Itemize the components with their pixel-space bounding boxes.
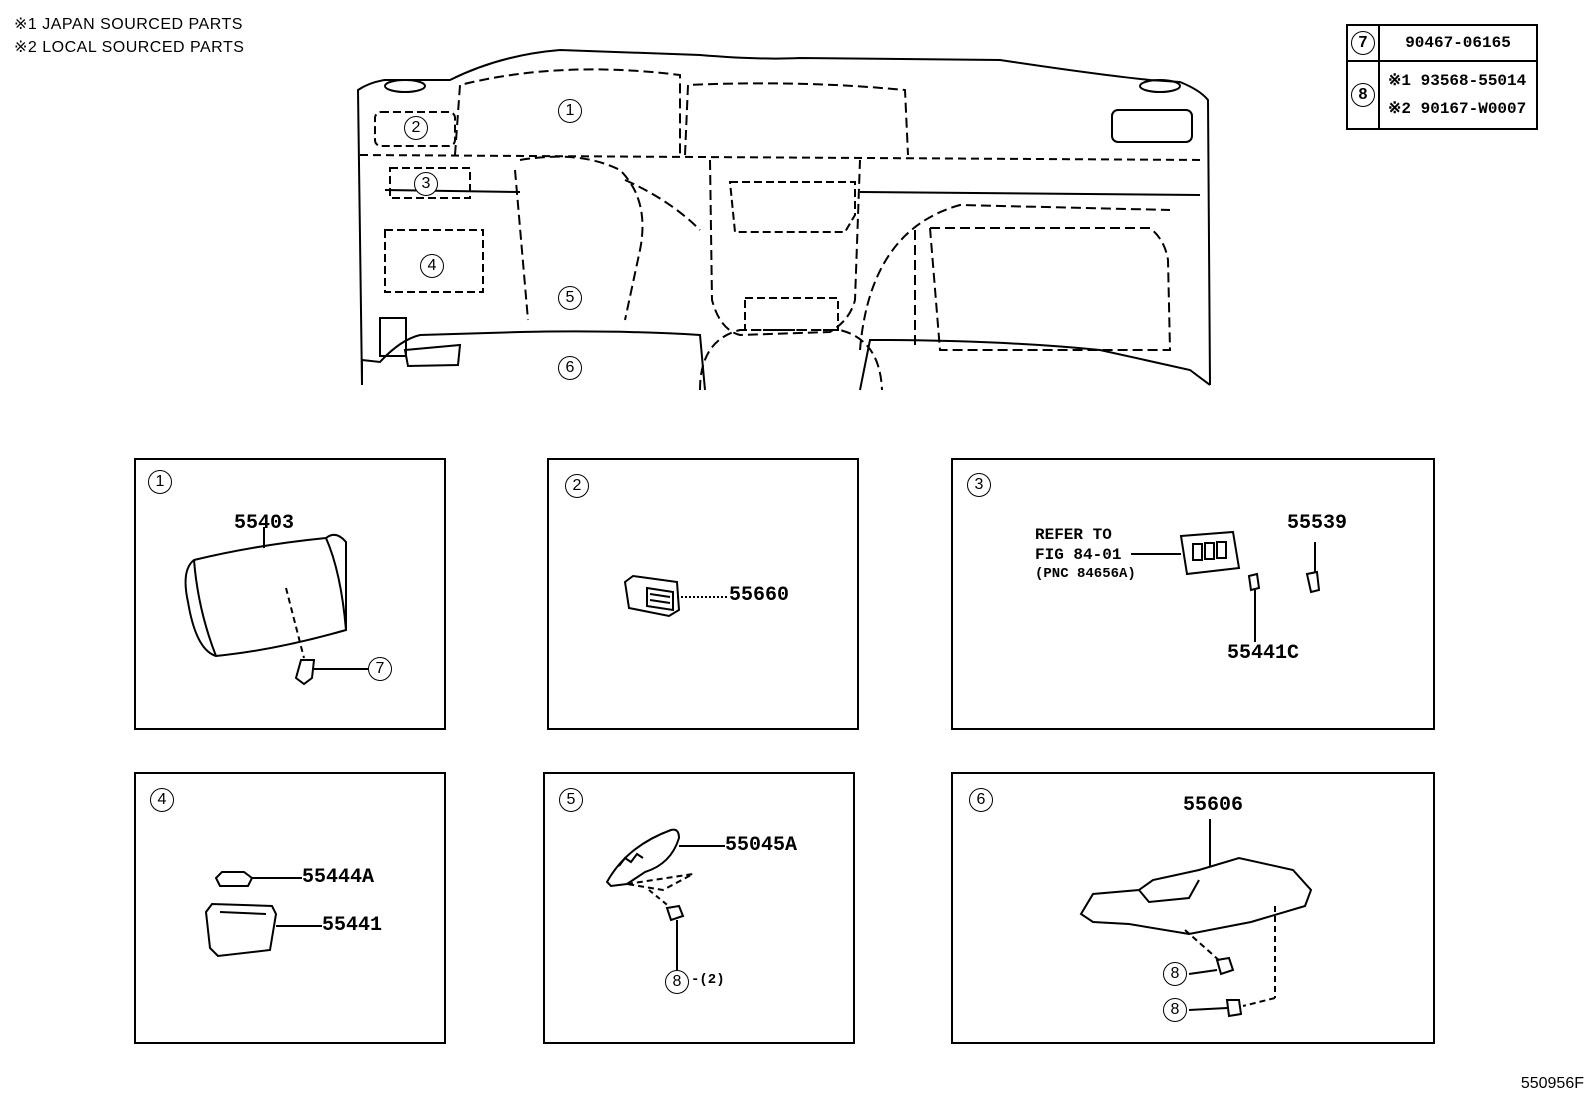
panel-ref: 6: [969, 788, 993, 812]
part-number-55045A[interactable]: 55045A: [725, 834, 798, 857]
overview-callout-5[interactable]: 5: [558, 286, 582, 310]
column-cover-drawing: [605, 828, 725, 970]
note-local-sourced: ※2 LOCAL SOURCED PARTS: [14, 39, 245, 56]
detail-panel-2: 2 55660: [547, 458, 859, 730]
panel-ref: 3: [967, 473, 991, 497]
ref-circle: 7: [1351, 31, 1375, 55]
key-ref-cell: 8: [1346, 60, 1380, 130]
detail-panel-3: 3 REFER TO FIG 84-01 (PNC 84656A) 55539 …: [951, 458, 1435, 730]
under-cover-drawing: [1079, 819, 1313, 1018]
part-number-55539[interactable]: 55539: [1287, 512, 1348, 535]
part-number-55441C[interactable]: 55441C: [1227, 642, 1300, 665]
part-number-55660[interactable]: 55660: [729, 584, 790, 607]
vent-drawing: [623, 574, 729, 618]
note-japan-sourced: ※1 JAPAN SOURCED PARTS: [14, 16, 243, 33]
part-number-55606[interactable]: 55606: [1183, 794, 1244, 817]
figure-id: 550956F: [1520, 1075, 1584, 1092]
callout-7[interactable]: 7: [368, 657, 392, 681]
key-ref-cell: 7: [1346, 24, 1380, 62]
callout-8[interactable]: 8: [1163, 998, 1187, 1022]
detail-panel-4: 4 55444A 55441: [134, 772, 446, 1044]
dashboard-overview-drawing: [356, 48, 1211, 391]
quantity-label: -(2): [691, 972, 725, 988]
detail-panel-5: 5 55045A 8 -(2): [543, 772, 855, 1044]
panel-ref: 5: [559, 788, 583, 812]
key-part-number[interactable]: ※2 90167-W0007: [1388, 100, 1527, 118]
overview-callout-2[interactable]: 2: [404, 116, 428, 140]
refer-fig-label[interactable]: FIG 84-01: [1035, 546, 1122, 564]
pocket-drawing: [204, 871, 322, 958]
detail-panel-1: 1 55403 7: [134, 458, 446, 730]
refer-pnc-label: (PNC 84656A): [1035, 566, 1136, 582]
part-number-55444A[interactable]: 55444A: [302, 866, 375, 889]
ref-circle: 8: [1351, 83, 1375, 107]
overview-callout-4[interactable]: 4: [420, 254, 444, 278]
meter-hood-drawing: [184, 527, 368, 686]
overview-callout-6[interactable]: 6: [558, 356, 582, 380]
panel-ref: 2: [565, 474, 589, 498]
callout-8[interactable]: 8: [1163, 962, 1187, 986]
panel-ref: 4: [150, 788, 174, 812]
key-part-number[interactable]: 90467-06165: [1378, 24, 1538, 62]
switch-assembly-drawing: [1131, 530, 1321, 642]
part-number-55441[interactable]: 55441: [322, 914, 383, 937]
callout-8[interactable]: 8: [665, 970, 689, 994]
overview-callout-1[interactable]: 1: [558, 99, 582, 123]
overview-callout-3[interactable]: 3: [414, 172, 438, 196]
detail-panel-6: 6 55606 8 8: [951, 772, 1435, 1044]
refer-to-label: REFER TO: [1035, 526, 1112, 544]
key-part-number-group: ※1 93568-55014 ※2 90167-W0007: [1378, 60, 1538, 130]
fastener-key-table: 7 90467-06165 8 ※1 93568-55014 ※2 90167-…: [1346, 24, 1538, 130]
panel-ref: 1: [148, 470, 172, 494]
key-part-number[interactable]: ※1 93568-55014: [1388, 72, 1527, 90]
part-number-55403[interactable]: 55403: [234, 512, 295, 535]
